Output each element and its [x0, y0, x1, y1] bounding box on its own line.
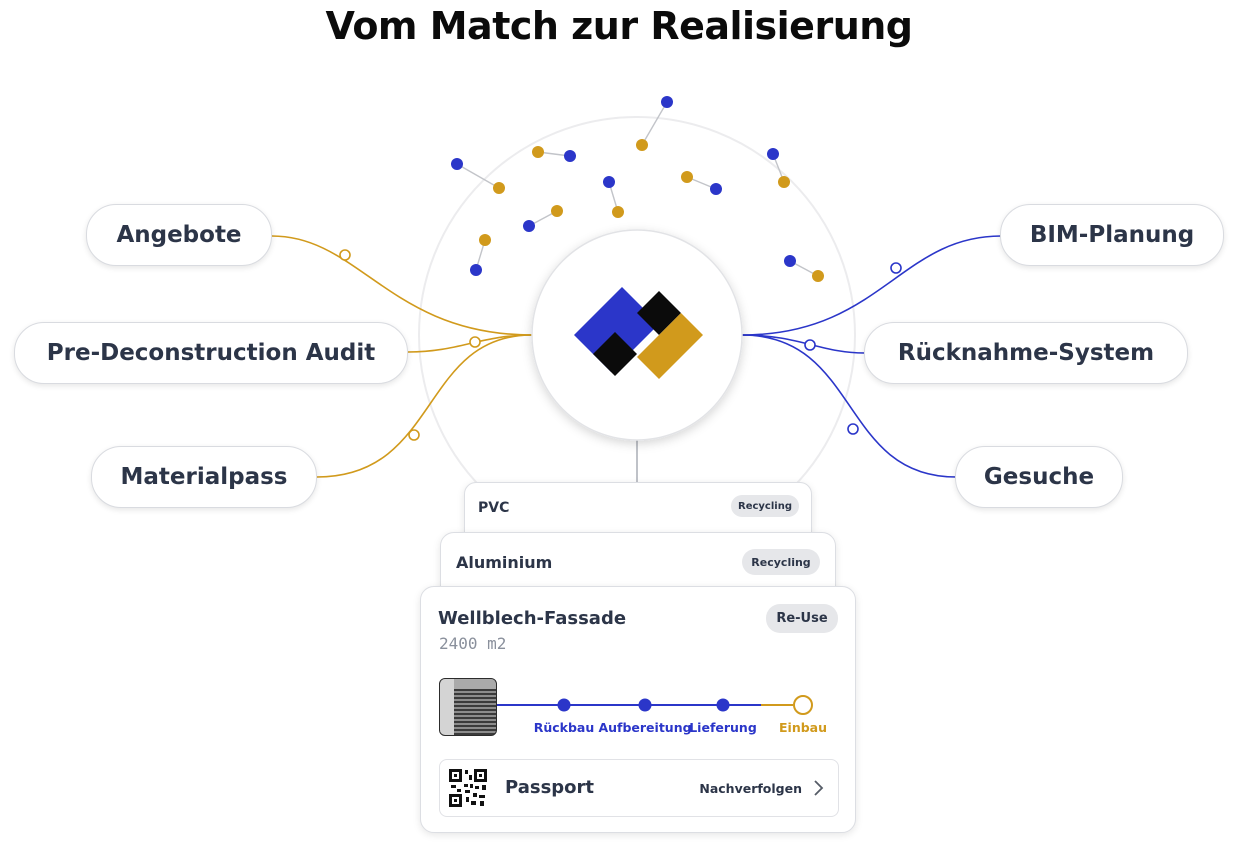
- node-materialpass: [408, 429, 420, 441]
- tag-badge: Recycling: [742, 549, 820, 575]
- node-ruecknahme: [804, 339, 816, 351]
- gold-dot: [532, 146, 544, 158]
- connector-angebote: [271, 235, 533, 336]
- passport-row[interactable]: Passport Nachverfolgen: [439, 759, 839, 817]
- stage-label-einbau: Einbau: [778, 720, 828, 735]
- gold-dot: [636, 139, 648, 151]
- gold-dot: [681, 171, 693, 183]
- connector-gesuche: [741, 334, 957, 478]
- stage-dot-aufbereitung: [638, 698, 652, 712]
- passport-label: Passport: [505, 777, 595, 798]
- stage-dot-rueckbau: [557, 698, 571, 712]
- material-thumbnail: [439, 678, 497, 736]
- stage-dot-einbau: [793, 695, 813, 715]
- right-connector-nodes: [804, 262, 902, 435]
- material-card-wellblech[interactable]: Wellblech-Fassade 2400 m2 Re-Use Rückbau…: [420, 586, 856, 833]
- blue-dot: [470, 264, 482, 276]
- connector-bim: [741, 235, 1002, 336]
- stage-label-aufbereitung: Aufbereitung: [598, 720, 692, 735]
- card-quantity: 2400 m2: [439, 634, 507, 653]
- blue-dot: [603, 176, 615, 188]
- logo-icon: [574, 287, 703, 379]
- stage-label-rueckbau: Rückbau: [533, 720, 595, 735]
- node-audit: [469, 336, 481, 348]
- left-connector-nodes: [339, 249, 481, 441]
- qr-code-icon: [449, 769, 487, 807]
- tag-badge: Re-Use: [766, 604, 838, 633]
- gold-dot: [612, 206, 624, 218]
- gold-dot: [812, 270, 824, 282]
- gold-dot: [551, 205, 563, 217]
- molecule-dots: [451, 96, 824, 282]
- node-angebote: [339, 249, 351, 261]
- blue-dot: [661, 96, 673, 108]
- node-gesuche: [847, 423, 859, 435]
- stage-dot-lieferung: [716, 698, 730, 712]
- pill-gesuche[interactable]: Gesuche: [955, 446, 1123, 508]
- blue-dot: [767, 148, 779, 160]
- connector-materialpass: [316, 334, 533, 478]
- node-bim: [890, 262, 902, 274]
- chevron-right-icon: [814, 780, 824, 796]
- pill-materialpass[interactable]: Materialpass: [91, 446, 317, 508]
- track-link[interactable]: Nachverfolgen: [699, 781, 802, 796]
- blue-dot: [523, 220, 535, 232]
- page-title: Vom Match zur Realisierung: [325, 4, 913, 48]
- card-name: Wellblech-Fassade: [438, 608, 627, 629]
- gold-dot: [479, 234, 491, 246]
- card-name: Aluminium: [456, 553, 553, 572]
- gold-dot: [778, 176, 790, 188]
- progress-timeline: [497, 695, 813, 715]
- connector-ruecknahme: [741, 334, 866, 354]
- blue-dot: [564, 150, 576, 162]
- pill-bim-planung[interactable]: BIM-Planung: [1000, 204, 1224, 266]
- blue-dot: [784, 255, 796, 267]
- pill-pre-deconstruction-audit[interactable]: Pre-Deconstruction Audit: [14, 322, 408, 384]
- blue-dot: [451, 158, 463, 170]
- tag-badge: Recycling: [731, 495, 799, 517]
- gold-dot: [493, 182, 505, 194]
- blue-dot: [710, 183, 722, 195]
- pill-angebote[interactable]: Angebote: [86, 204, 272, 266]
- pill-ruecknahme-system[interactable]: Rücknahme-System: [864, 322, 1188, 384]
- card-name: PVC: [478, 500, 510, 516]
- stage-label-lieferung: Lieferung: [689, 720, 757, 735]
